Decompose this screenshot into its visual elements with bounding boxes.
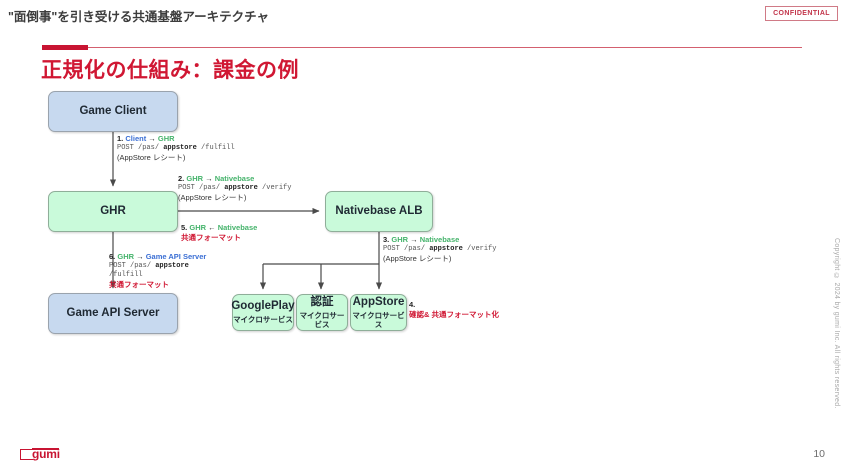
node-label: AppStore bbox=[352, 296, 405, 309]
node-googleplay-microservice[interactable]: GooglePlay マイクロサービス bbox=[231, 294, 295, 331]
step-request: POST /pas/ appstore /verify bbox=[178, 183, 292, 192]
confidential-badge: CONFIDENTIAL bbox=[765, 6, 838, 21]
step-note: (AppStore レシート) bbox=[383, 253, 452, 263]
node-label: Game Client bbox=[79, 104, 147, 117]
step-header: 3. GHR → Nativebase bbox=[383, 235, 460, 244]
node-appstore-microservice[interactable]: AppStore マイクロサービス bbox=[350, 294, 407, 331]
title-rule-accent bbox=[42, 45, 88, 50]
logo-bracket-icon bbox=[20, 449, 33, 460]
step-header: 2. GHR → Nativebase bbox=[178, 174, 255, 183]
step-emphasis: 共通フォーマット bbox=[109, 279, 169, 289]
step-note: (AppStore レシート) bbox=[117, 152, 186, 162]
node-label: 認証 bbox=[310, 296, 334, 309]
node-ghr[interactable]: GHR bbox=[48, 191, 178, 232]
node-label: Nativebase ALB bbox=[335, 204, 423, 217]
step-annotation-1: 1. Client → GHR POST /pas/ appstore /ful… bbox=[117, 134, 235, 162]
node-game-client[interactable]: Game Client bbox=[48, 91, 178, 132]
page-number: 10 bbox=[813, 448, 825, 460]
step-emphasis: 共通フォーマット bbox=[181, 232, 241, 242]
node-game-api-server[interactable]: Game API Server bbox=[48, 293, 178, 334]
step-header: 1. Client → GHR bbox=[117, 134, 175, 143]
step-annotation-3: 3. GHR → Nativebase POST /pas/ appstore … bbox=[383, 235, 496, 263]
title-rule-line bbox=[42, 47, 802, 48]
node-label: GooglePlay bbox=[231, 300, 295, 313]
step-request: POST /pas/ appstore bbox=[109, 261, 189, 270]
step-request: POST /pas/ appstore /fulfill bbox=[117, 143, 235, 152]
step-annotation-2: 2. GHR → Nativebase POST /pas/ appstore … bbox=[178, 174, 291, 202]
header-title: "面倒事"を引き受ける共通基盤アーキテクチャ bbox=[8, 10, 269, 24]
logo-overline-icon bbox=[32, 448, 59, 450]
step-header: 6. GHR → Game API Server bbox=[109, 252, 207, 261]
step-annotation-6: 6. GHR → Game API Server POST /pas/ apps… bbox=[109, 252, 206, 289]
step-request-cont: /fulfill bbox=[109, 270, 143, 279]
step-emphasis: 確認& 共通フォーマット化 bbox=[409, 309, 499, 319]
slide-header: "面倒事"を引き受ける共通基盤アーキテクチャ CONFIDENTIAL bbox=[0, 0, 845, 28]
title-rule bbox=[42, 45, 802, 50]
page-title: 正規化の仕組み：課金の例 bbox=[41, 59, 299, 82]
copyright-notice: Copyright © 2024 by gumi Inc. All rights… bbox=[833, 238, 840, 409]
gumi-logo: gumi bbox=[20, 447, 68, 463]
node-label: GHR bbox=[100, 204, 126, 217]
step-request: POST /pas/ appstore /verify bbox=[383, 244, 497, 253]
node-sublabel: マイクロサービス bbox=[299, 311, 345, 329]
node-nativebase-alb[interactable]: Nativebase ALB bbox=[325, 191, 433, 232]
node-auth-microservice[interactable]: 認証 マイクロサービス bbox=[296, 294, 348, 331]
logo-text: gumi bbox=[32, 447, 60, 461]
step-header: 5. GHR ← Nativebase bbox=[181, 223, 258, 232]
step-annotation-5: 5. GHR ← Nativebase 共通フォーマット bbox=[181, 223, 257, 242]
step-header: 4. bbox=[409, 300, 416, 309]
step-note: (AppStore レシート) bbox=[178, 192, 247, 202]
node-sublabel: マイクロサービス bbox=[233, 315, 293, 325]
node-sublabel: マイクロサービス bbox=[352, 311, 405, 329]
step-annotation-4: 4. 確認& 共通フォーマット化 bbox=[409, 300, 499, 319]
node-label: Game API Server bbox=[66, 306, 160, 319]
